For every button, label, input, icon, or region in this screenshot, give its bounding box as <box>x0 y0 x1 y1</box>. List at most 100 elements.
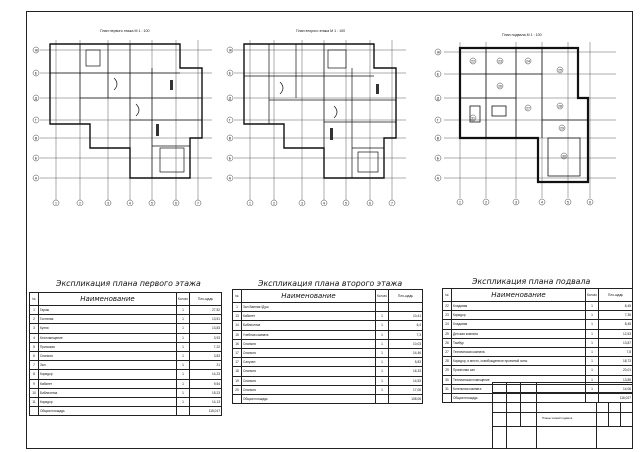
row-name: Санузел <box>241 357 376 368</box>
total-spacer <box>176 406 190 417</box>
row-name: Кладовая <box>451 319 586 330</box>
row-name: Кот.помещение <box>38 332 177 343</box>
row-num: 5 <box>29 341 39 352</box>
row-name: Кладовая <box>451 300 586 312</box>
row-area: 10,03 <box>388 338 423 349</box>
svg-text:4: 4 <box>541 200 543 204</box>
svg-text:Е: Е <box>437 72 440 76</box>
row-qty: 1 <box>375 320 389 331</box>
total-label: Общая площадь <box>38 406 177 417</box>
svg-text:28: 28 <box>558 104 562 108</box>
svg-text:Е: Е <box>35 71 38 75</box>
row-qty: 1 <box>375 329 389 340</box>
total-spacer <box>375 393 389 405</box>
row-num: 22 <box>442 300 452 312</box>
row-area: 8,45 <box>598 300 633 312</box>
col-header-num: № <box>232 289 242 303</box>
svg-text:3: 3 <box>107 201 109 205</box>
col-header-qty: Кол-во <box>375 289 389 303</box>
row-qty: 1 <box>585 328 599 339</box>
row-area: 14,53 <box>388 375 423 386</box>
svg-text:24: 24 <box>526 59 530 63</box>
svg-text:3: 3 <box>515 200 517 204</box>
title-block: Планы этажей подвала <box>492 382 632 448</box>
row-num: 10 <box>29 387 39 398</box>
basement-table-title: Экспликация плана подвала <box>472 277 591 286</box>
svg-text:А: А <box>229 176 232 180</box>
svg-text:Ж: Ж <box>437 50 441 54</box>
svg-text:В: В <box>229 136 232 140</box>
row-area: 18,73 <box>598 356 633 367</box>
svg-text:Д: Д <box>35 96 38 100</box>
col-header-area: Пло-щадь <box>388 289 423 303</box>
row-area: 8,45 <box>598 319 633 330</box>
svg-text:Ж: Ж <box>229 48 233 52</box>
basement-plan: План подвала М 1 : 100 <box>430 28 626 206</box>
col-header-qty: Кол-во <box>585 288 599 302</box>
row-num: 7 <box>29 360 39 371</box>
row-qty: 1 <box>585 346 599 358</box>
row-num: 26 <box>442 337 452 348</box>
row-area: 7,8 <box>598 346 633 358</box>
svg-text:7: 7 <box>391 201 393 205</box>
row-qty: 1 <box>375 347 389 359</box>
row-qty: 1 <box>176 323 190 334</box>
svg-text:А: А <box>437 176 440 180</box>
col-header-qty: Кол-во <box>176 292 190 306</box>
svg-text:29: 29 <box>560 126 564 130</box>
svg-text:Б: Б <box>229 156 232 160</box>
row-num: 18 <box>232 366 242 377</box>
svg-text:Д: Д <box>229 96 232 100</box>
plan-title: План подвала М 1 : 100 <box>502 33 542 37</box>
row-name: Спальня <box>241 338 376 349</box>
row-area: 13,83 <box>189 323 222 334</box>
svg-text:27: 27 <box>526 106 530 110</box>
row-qty: 1 <box>585 319 599 330</box>
second-floor-plan: План второго этажа М 1 : 100 <box>224 28 414 206</box>
col-header-name: Наименование <box>241 289 376 303</box>
row-area: 13,51 <box>189 314 222 325</box>
row-num: 27 <box>442 346 452 358</box>
row-name: Тамбур <box>451 337 586 348</box>
row-num: 23 <box>442 310 452 321</box>
plan-title: План второго этажа М 1 : 100 <box>296 29 346 33</box>
col-header-area: Пло-щадь <box>598 288 633 302</box>
svg-text:Б: Б <box>35 156 38 160</box>
svg-text:Г: Г <box>229 118 231 122</box>
row-area: 14,23 <box>189 369 222 380</box>
row-qty: 1 <box>585 310 599 321</box>
row-qty: 1 <box>176 378 190 389</box>
plan-title: План первого этажа М 1 : 100 <box>100 29 150 33</box>
svg-text:В: В <box>437 136 440 140</box>
sheet-frame <box>26 11 633 449</box>
row-num: 2 <box>29 314 39 325</box>
row-num: 17 <box>232 347 242 359</box>
row-area: 21 <box>189 360 222 371</box>
row-area: 7,22 <box>189 341 222 352</box>
svg-text:3: 3 <box>301 201 303 205</box>
row-num: 1 <box>232 301 242 313</box>
row-name: Коридор <box>451 310 586 321</box>
svg-text:6: 6 <box>589 200 591 204</box>
svg-text:Ж: Ж <box>35 48 39 52</box>
svg-text:2: 2 <box>79 201 81 205</box>
row-name: Детская комната <box>451 328 586 339</box>
svg-text:2: 2 <box>273 201 275 205</box>
